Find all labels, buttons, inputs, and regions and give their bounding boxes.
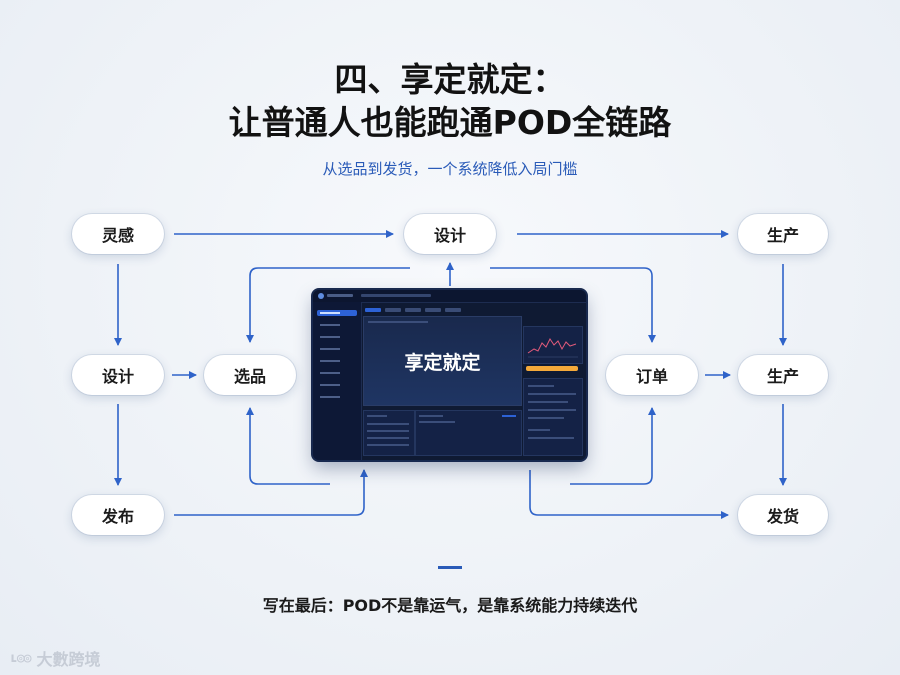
dashboard-mockup: 享定就定 [313, 290, 586, 460]
node-publish: 发布 [72, 495, 164, 535]
dashboard-sidebar-item [317, 346, 357, 352]
dashboard-tab [365, 308, 381, 312]
dashboard-tab [445, 308, 461, 312]
dashboard-table-line [367, 437, 409, 439]
arrow-dashboard-to-order [570, 407, 656, 485]
dashboard-sidebar-item [317, 358, 357, 364]
node-design-top: 设计 [404, 214, 496, 254]
dashboard-stats-line [528, 417, 564, 419]
dashboard-sidebar [313, 302, 362, 460]
node-order: 订单 [606, 355, 698, 395]
arrow-dashboard-to-shipping [529, 470, 729, 519]
node-selection: 选品 [204, 355, 296, 395]
dashboard-sidebar-item [317, 382, 357, 388]
dashboard-action-button [526, 366, 578, 371]
dashboard-hero-panel: 享定就定 [363, 316, 522, 406]
arrow-design-to-selection [246, 267, 410, 343]
node-design-left: 设计 [72, 355, 164, 395]
dashboard-logo-icon [318, 293, 324, 299]
dashboard-hero-text: 享定就定 [404, 351, 481, 374]
arrow-dashboard-to-selection [246, 407, 330, 485]
dashboard-sidebar-item [317, 370, 357, 376]
dashboard-chart-card [523, 326, 583, 364]
dashboard-sidebar-item [317, 322, 357, 328]
dashboard-table-line [367, 415, 387, 417]
dashboard-sidebar-item [317, 394, 357, 400]
dashboard-stats-line [528, 393, 576, 395]
dashboard-table-line [367, 430, 409, 432]
dashboard-tab [405, 308, 421, 312]
dashboard-table-line [367, 444, 409, 446]
dashboard-sidebar-item [317, 334, 357, 340]
dashboard-sidebar-item [317, 310, 357, 316]
dashboard-right-panel [523, 326, 583, 456]
dashboard-stats-line [528, 429, 550, 431]
dashboard-breadcrumb [361, 294, 431, 297]
dashboard-table-tag [502, 415, 516, 417]
footer-divider [438, 566, 462, 569]
dashboard-table-line [419, 421, 455, 423]
title-line-1: 四、享定就定： [334, 60, 566, 99]
dashboard-table-line [367, 423, 409, 425]
dashboard-logo-text [327, 294, 353, 297]
arrow-design-to-order [490, 267, 656, 343]
dashboard-tab [425, 308, 441, 312]
dashboard-stats-card [523, 378, 583, 456]
dashboard-mini-chart [527, 338, 578, 358]
node-shipping: 发货 [738, 495, 828, 535]
watermark-text: 大數跨境 [36, 650, 101, 669]
node-inspiration: 灵感 [72, 214, 164, 254]
dashboard-stats-line [528, 409, 576, 411]
dashboard-table-left [363, 410, 415, 456]
dashboard-stats-line [528, 437, 574, 439]
dashboard-table-line [419, 415, 443, 417]
watermark: ʟ◎◎ 大數跨境 [10, 646, 101, 670]
dashboard-tabs [363, 306, 520, 314]
node-production-top: 生产 [738, 214, 828, 254]
footer-text: 写在最后：POD不是靠运气，是靠系统能力持续迭代 [262, 596, 638, 615]
dashboard-hero-caption [368, 321, 428, 323]
dashboard-tab [385, 308, 401, 312]
dashboard-table-main [415, 410, 522, 456]
arrow-publish-to-dashboard [174, 469, 368, 516]
node-production-mid: 生产 [738, 355, 828, 395]
title-line-2: 让普通人也能跑通POD全链路 [228, 103, 672, 142]
subtitle: 从选品到发货，一个系统降低入局门槛 [322, 160, 578, 178]
dashboard-stats-line [528, 401, 568, 403]
watermark-logo-icon: ʟ◎◎ [10, 650, 32, 666]
dashboard-stats-line [528, 385, 554, 387]
dashboard-topbar [313, 290, 586, 303]
